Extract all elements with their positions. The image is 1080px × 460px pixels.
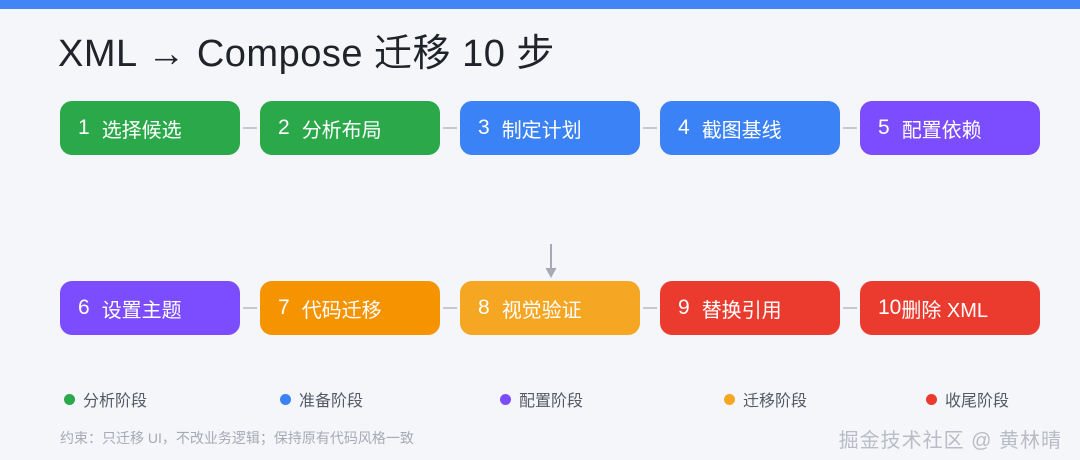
step-label: 配置依赖 — [901, 119, 982, 142]
step-number: 4 — [678, 116, 690, 139]
legend-label: 准备阶段 — [299, 393, 364, 410]
step-connector — [840, 101, 860, 155]
step-connector — [640, 281, 660, 335]
step-number: 2 — [278, 116, 290, 139]
step-box-9[interactable]: 9 替换引用 — [660, 281, 840, 335]
step-box-6[interactable]: 6 设置主题 — [60, 281, 240, 335]
step-box-4[interactable]: 4 截图基线 — [660, 101, 840, 155]
step-box-1[interactable]: 1 选择候选 — [60, 101, 240, 155]
legend-dot-icon — [64, 393, 75, 405]
page-title: XML → Compose 迁移 10 步 — [58, 33, 555, 75]
legend-dot-icon — [500, 393, 511, 405]
step-box-8[interactable]: 8 视觉验证 — [460, 281, 640, 335]
step-connector — [640, 101, 660, 155]
step-number: 9 — [678, 296, 690, 319]
connector-dash — [843, 127, 857, 129]
flow-row-1: 1 选择候选 2 分析布局 3 制定计划 4 截图基线 5 配置依赖 — [60, 101, 1040, 155]
step-label: 分析布局 — [301, 119, 382, 142]
step-connector — [240, 281, 260, 335]
connector-dash — [243, 127, 257, 129]
step-connector — [240, 101, 260, 155]
down-arrow-icon — [545, 244, 557, 278]
legend-item: 配置阶段 — [500, 388, 583, 410]
step-label: 删除 XML — [901, 299, 989, 322]
step-connector — [840, 281, 860, 335]
step-label: 制定计划 — [501, 119, 582, 142]
step-number: 3 — [478, 116, 490, 139]
step-box-7[interactable]: 7 代码迁移 — [260, 281, 440, 335]
step-box-5[interactable]: 5 配置依赖 — [860, 101, 1040, 155]
legend-item: 迁移阶段 — [724, 388, 807, 410]
step-label: 视觉验证 — [501, 299, 582, 322]
step-label: 选择候选 — [101, 119, 182, 142]
connector-dash — [643, 127, 657, 129]
watermark: 掘金技术社区 @ 黄林晴 — [838, 430, 1062, 452]
step-number: 6 — [78, 296, 90, 319]
step-box-3[interactable]: 3 制定计划 — [460, 101, 640, 155]
step-number: 10 — [878, 296, 902, 319]
footer-note: 约束：只迁移 UI，不改业务逻辑；保持原有代码风格一致 — [60, 430, 414, 446]
legend: 分析阶段 准备阶段 配置阶段 迁移阶段 收尾阶段 — [60, 388, 1040, 410]
legend-dot-icon — [280, 393, 291, 405]
connector-dash — [843, 307, 857, 309]
step-number: 1 — [78, 116, 90, 139]
legend-item: 准备阶段 — [280, 388, 363, 410]
legend-item: 收尾阶段 — [926, 388, 1009, 410]
legend-label: 配置阶段 — [519, 393, 584, 410]
step-number: 7 — [278, 296, 290, 319]
legend-label: 分析阶段 — [83, 393, 148, 410]
connector-dash — [443, 127, 457, 129]
legend-dot-icon — [926, 393, 937, 405]
step-number: 5 — [878, 116, 890, 139]
top-accent-bar — [0, 0, 1080, 9]
legend-item: 分析阶段 — [64, 388, 147, 410]
step-label: 代码迁移 — [301, 299, 382, 322]
step-number: 8 — [478, 296, 490, 319]
step-label: 截图基线 — [701, 119, 782, 142]
connector-dash — [643, 307, 657, 309]
step-connector — [440, 281, 460, 335]
connector-dash — [243, 307, 257, 309]
legend-label: 迁移阶段 — [743, 393, 808, 410]
step-box-2[interactable]: 2 分析布局 — [260, 101, 440, 155]
legend-label: 收尾阶段 — [945, 393, 1010, 410]
legend-dot-icon — [724, 393, 735, 405]
connector-dash — [443, 307, 457, 309]
step-label: 替换引用 — [701, 299, 782, 322]
step-label: 设置主题 — [101, 299, 182, 322]
step-connector — [440, 101, 460, 155]
